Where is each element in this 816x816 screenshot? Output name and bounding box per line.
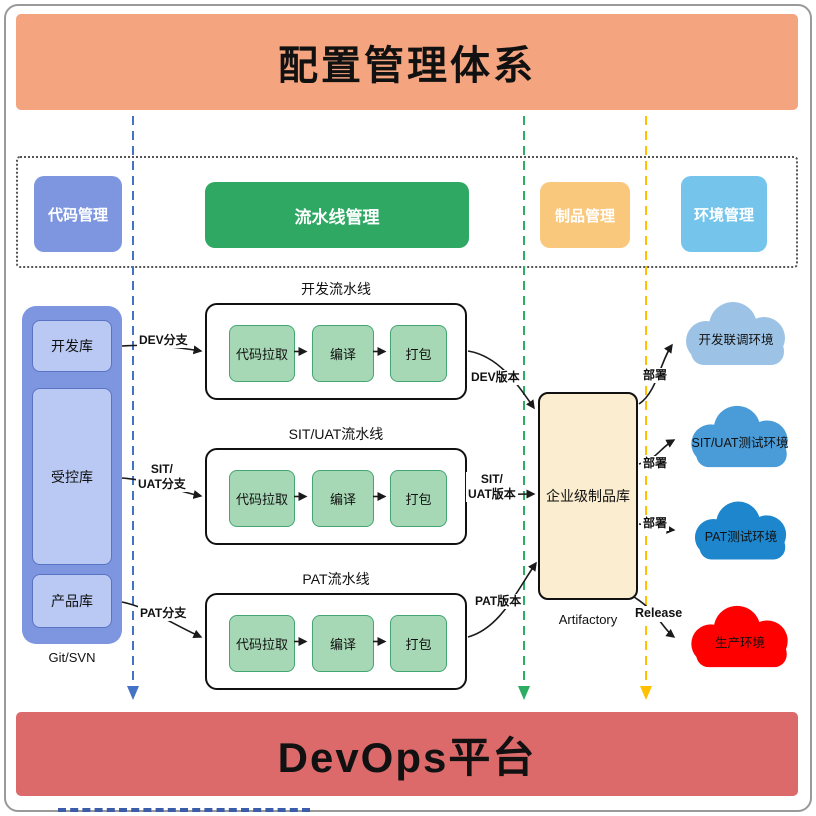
step-package: 打包 xyxy=(390,470,447,527)
code-management-box: 代码管理 xyxy=(34,176,122,252)
pat-version-label: PAT版本 xyxy=(473,594,524,609)
pipeline-pat-title: PAT流水线 xyxy=(302,571,370,587)
pipeline-dev-box: 代码拉取 编译 打包 xyxy=(205,303,467,400)
devops-title: DevOps平台 xyxy=(277,733,537,781)
page-title: 配置管理体系 xyxy=(278,44,536,88)
cropped-bottom-dashes xyxy=(58,808,310,812)
environment-management-box: 环境管理 xyxy=(681,176,767,252)
repo-box-dev: 开发库 xyxy=(32,320,112,372)
env-cloud-dev: 开发联调环境 xyxy=(670,296,802,372)
management-legend-region xyxy=(16,156,798,268)
situat-branch-label: SIT/ UAT分支 xyxy=(136,462,188,492)
deploy-label-pat: 部署 xyxy=(641,516,670,531)
deploy-label-situat: 部署 xyxy=(641,456,670,471)
pipeline-pat-box: 代码拉取 编译 打包 xyxy=(205,593,467,690)
step-code-pull: 代码拉取 xyxy=(229,470,295,527)
pipeline-situat-title: SIT/UAT流水线 xyxy=(288,426,384,442)
env-label: SIT/UAT测试环境 xyxy=(691,435,789,450)
cloud-icon xyxy=(691,605,788,668)
step-code-pull: 代码拉取 xyxy=(229,325,295,382)
situat-version-label: SIT/ UAT版本 xyxy=(466,472,518,502)
dev-branch-label: DEV分支 xyxy=(137,333,190,348)
cloud-icon xyxy=(686,302,785,365)
step-code-pull: 代码拉取 xyxy=(229,615,295,672)
step-package: 打包 xyxy=(390,615,447,672)
step-compile: 编译 xyxy=(312,325,374,382)
pipeline-management-box: 流水线管理 xyxy=(205,182,469,248)
artifactory-caption: Artifactory xyxy=(558,612,618,627)
env-cloud-pat: PAT测试环境 xyxy=(676,496,806,566)
env-cloud-situat: SIT/UAT测试环境 xyxy=(674,400,806,474)
pipeline-situat-box: 代码拉取 编译 打包 xyxy=(205,448,467,545)
pat-branch-label: PAT分支 xyxy=(138,606,189,621)
code-management-label: 代码管理 xyxy=(47,206,108,224)
repo-box-controlled: 受控库 xyxy=(32,388,112,565)
release-label: Release xyxy=(633,606,685,622)
cloud-icon xyxy=(691,405,788,468)
step-package: 打包 xyxy=(390,325,447,382)
enterprise-artifact-repo-box: 企业级制品库 xyxy=(538,392,638,600)
environment-management-label: 环境管理 xyxy=(693,206,754,224)
pipeline-dev-title: 开发流水线 xyxy=(301,281,371,297)
env-cloud-production: 生产环境 xyxy=(676,600,804,674)
deploy-label-dev: 部署 xyxy=(641,368,670,383)
git-svn-group: 开发库 受控库 产品库 xyxy=(22,306,122,644)
repo-box-product: 产品库 xyxy=(32,574,112,628)
step-compile: 编译 xyxy=(312,615,374,672)
env-label: 生产环境 xyxy=(714,635,765,650)
artifact-management-label: 制品管理 xyxy=(554,207,615,225)
env-label: PAT测试环境 xyxy=(704,529,778,544)
dev-version-label: DEV版本 xyxy=(469,370,522,385)
cloud-icon xyxy=(694,501,787,560)
diagram-frame xyxy=(4,4,812,812)
git-svn-caption: Git/SVN xyxy=(48,650,96,665)
title-banner: 配置管理体系 xyxy=(16,14,798,110)
devops-banner: DevOps平台 xyxy=(16,712,798,796)
step-compile: 编译 xyxy=(312,470,374,527)
artifact-management-box: 制品管理 xyxy=(540,182,630,248)
env-label: 开发联调环境 xyxy=(698,332,774,347)
pipeline-management-label: 流水线管理 xyxy=(294,207,380,227)
